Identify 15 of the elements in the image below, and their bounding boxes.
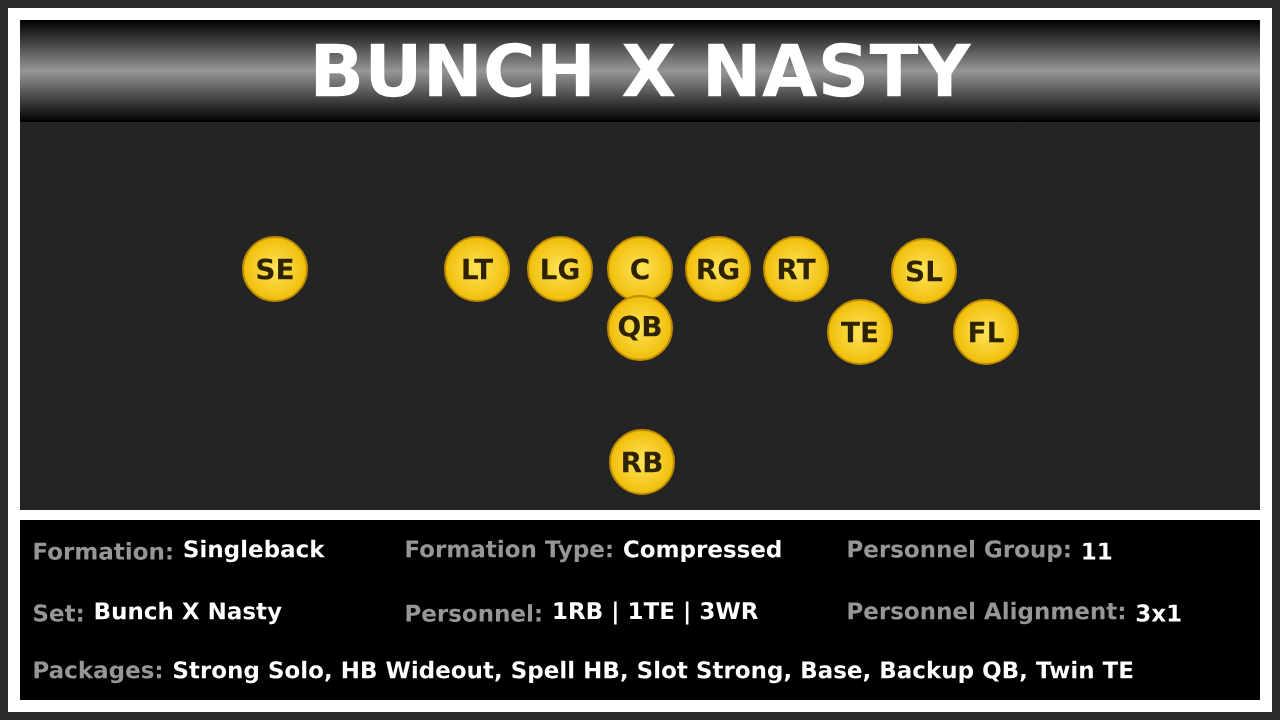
field-name: Personnel: [406,604,541,622]
field-value: Compressed [624,539,781,563]
field-name: Formation: [34,542,172,560]
field-name: Personnel Alignment: [848,601,1124,625]
field-value: 1RB | 1TE | 3WR [554,601,758,625]
field-name: Formation Type: [406,539,612,563]
title-banner: BUNCH X NASTY [20,20,1260,122]
field-value: Singleback [184,539,325,563]
field-name: Set: [34,604,83,622]
field-value: Strong Solo, HB Wideout, Spell HB, Slot Strong, Base, Backup QB, Twin TE [174,660,1133,684]
field-value: 3x1 [1136,604,1181,622]
field-name: Packages: [34,660,161,684]
field-name: Personnel Group: [848,539,1070,563]
field-value: Bunch X Nasty [95,601,282,625]
field-value: 11 [1083,542,1112,560]
